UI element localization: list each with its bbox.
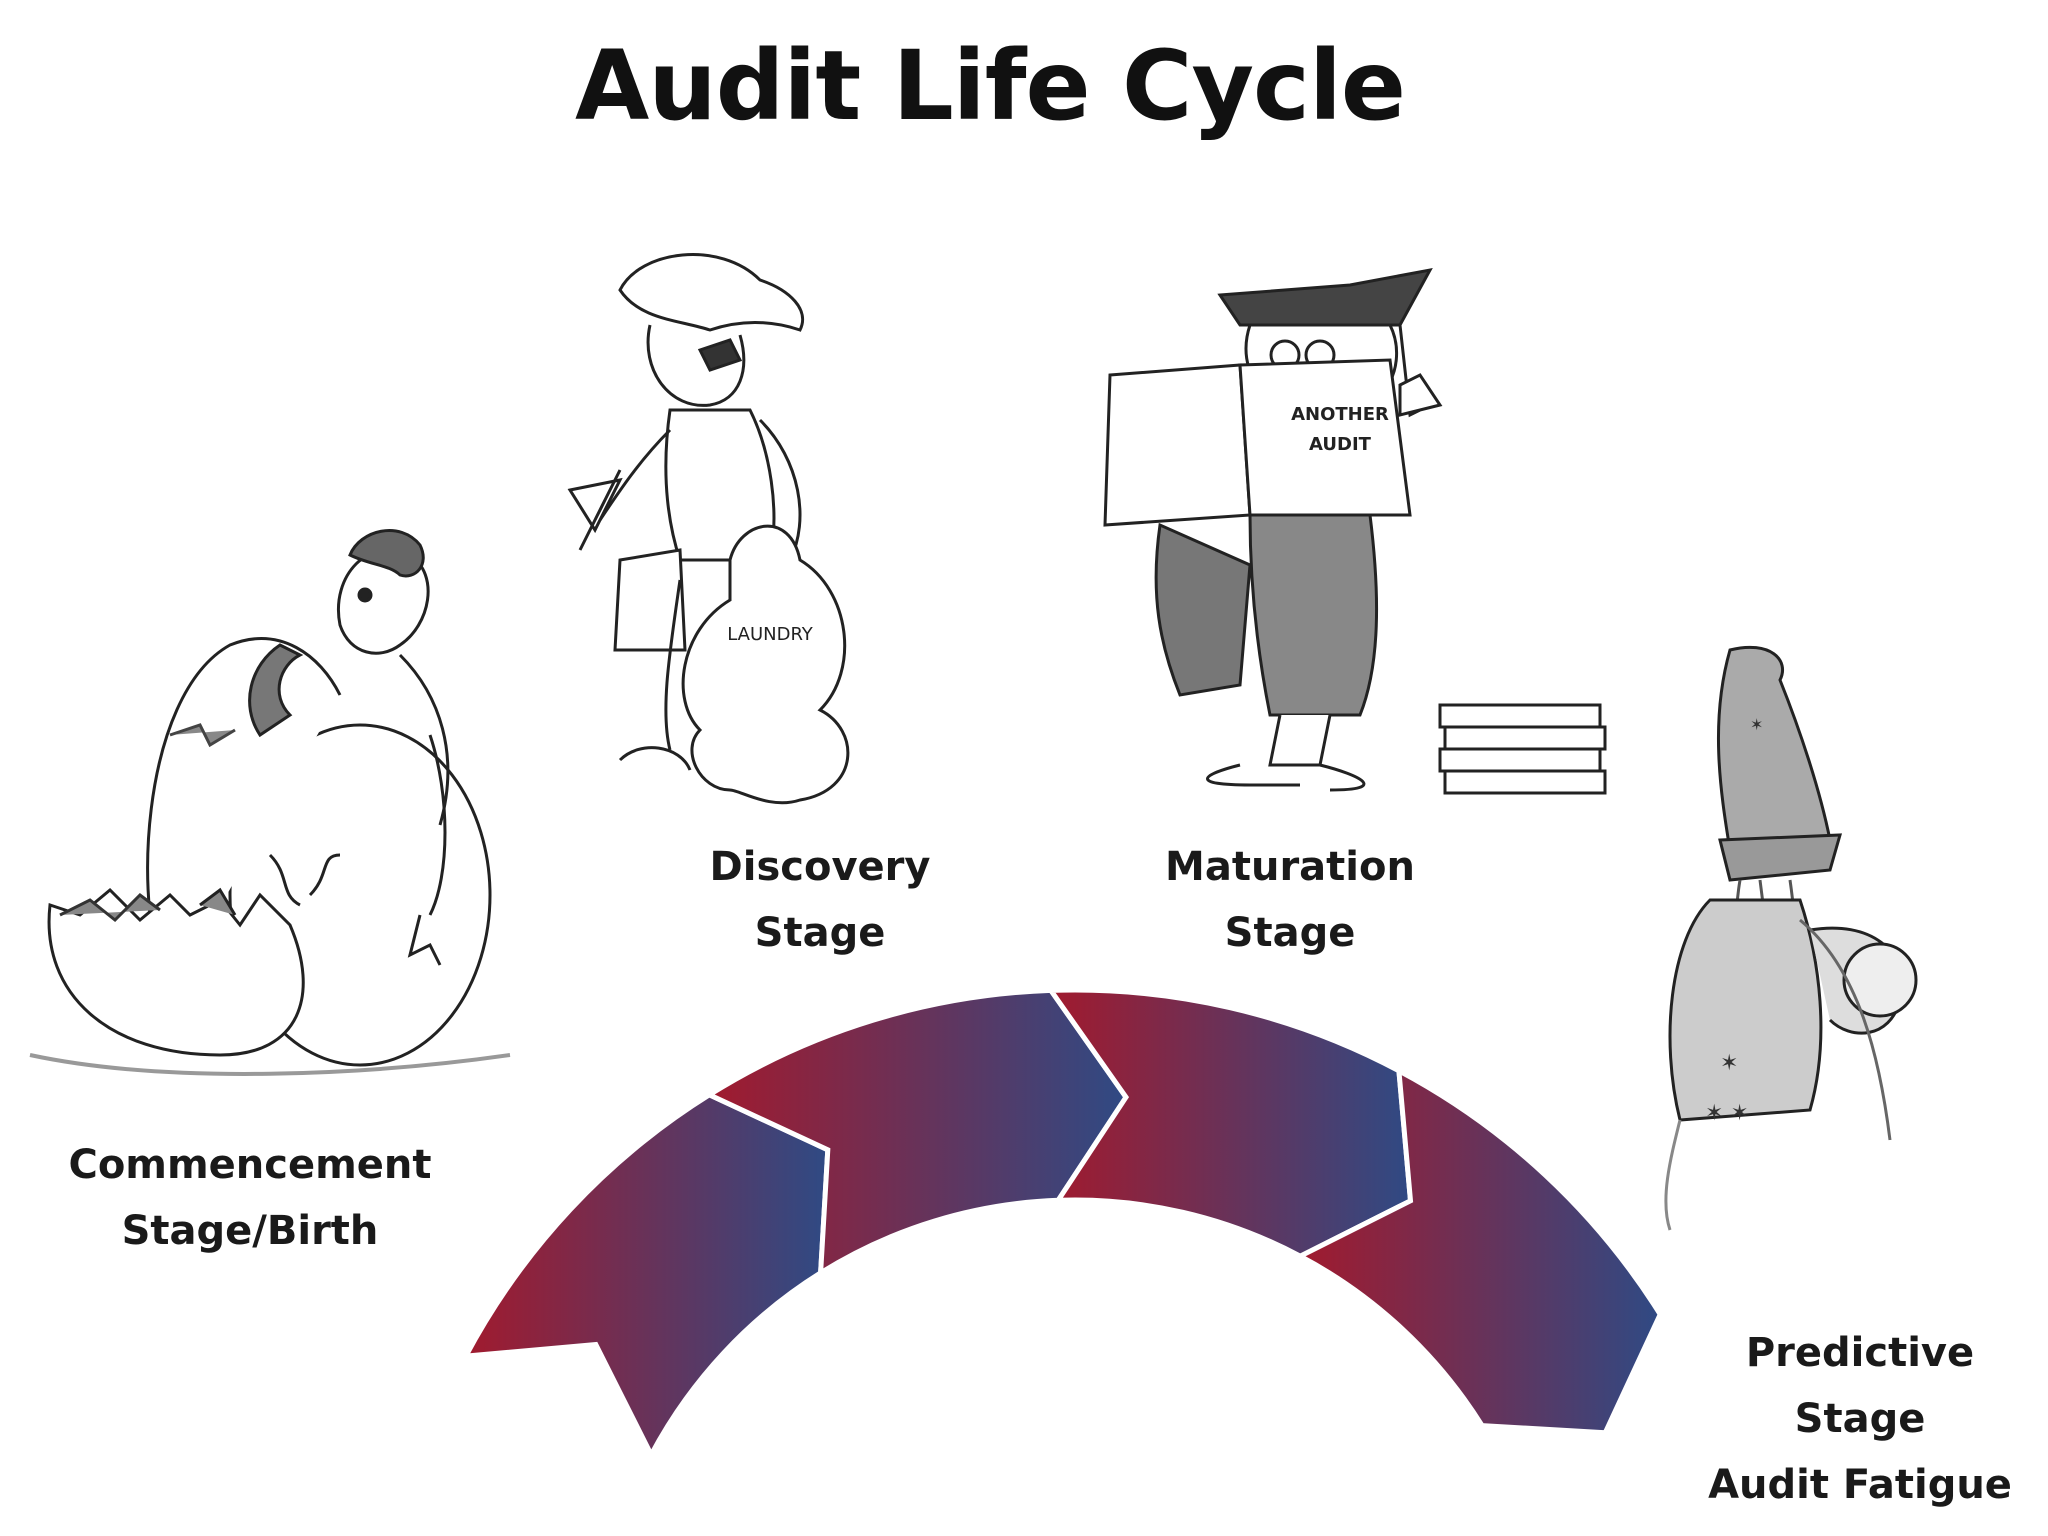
stage-label-line: Stage: [754, 910, 886, 956]
stage-label-commencement: Commencement Stage/Birth: [40, 1132, 460, 1264]
stage-label-line: Audit Fatigue: [1708, 1462, 2012, 1508]
svg-text:✶ ✶: ✶ ✶: [1705, 1101, 1749, 1126]
paper-text-line-2: AUDIT: [1309, 434, 1372, 455]
svg-text:✶: ✶: [1720, 1051, 1738, 1076]
chevron-segment-commencement: [461, 1091, 831, 1461]
stage-label-line: Maturation: [1165, 844, 1415, 890]
stage-label-line: Discovery: [709, 844, 931, 890]
stage-label-predictive: Predictive Stage Audit Fatigue: [1660, 1320, 2048, 1518]
stage-label-line: Predictive: [1745, 1330, 1975, 1376]
stage-label-discovery: Discovery Stage: [640, 834, 1000, 966]
diagram-title: Audit Life Cycle: [575, 30, 1406, 142]
stage-label-maturation: Maturation Stage: [1110, 834, 1470, 966]
paper-text-line-1: ANOTHER: [1291, 404, 1389, 425]
stage-label-line: Stage: [1224, 910, 1356, 956]
chevron-segment-predictive: [1294, 1066, 1664, 1436]
laundry-bag-label: LAUNDRY: [727, 624, 814, 645]
graduate-reading-icon: ANOTHER AUDIT: [1103, 267, 1607, 795]
stage-label-line: Commencement: [68, 1142, 432, 1188]
hatching-egg-icon: [29, 529, 511, 1076]
wizard-icon: ✶ ✶ ✶ ✶: [1664, 645, 1918, 1231]
stage-label-line: Stage/Birth: [121, 1208, 379, 1254]
stage-label-line: Stage: [1794, 1396, 1926, 1442]
traveler-with-laundry-icon: LAUNDRY: [567, 253, 850, 805]
svg-text:✶: ✶: [1750, 715, 1763, 734]
